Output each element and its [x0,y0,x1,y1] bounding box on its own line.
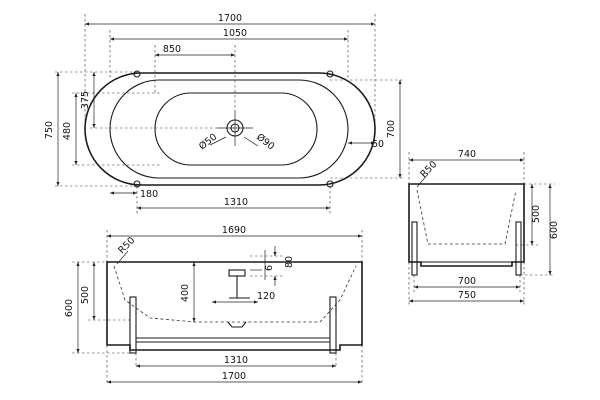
front-leg-right [329,296,337,354]
dim-label-side-foot-spacing: 700 [458,276,476,287]
side-leg-left [411,221,418,276]
overflow-pipe-icon [228,269,250,299]
dim-label-side-radius: R50 [418,159,439,180]
side-view: 740 R50 500 600 700 750 [408,149,560,305]
tub-rim-line [109,79,349,179]
side-leg-right [515,221,522,276]
dim-label-side-base-width: 750 [458,290,476,301]
dim-label-overall-length: 1700 [218,13,242,24]
dim-label-overflow-width: 80 [284,256,295,268]
dim-label-top-length: 1690 [222,225,246,236]
drain-outlet-icon [227,321,247,328]
front-leg-left [129,296,137,354]
dim-label-top-width: 740 [458,149,476,160]
tub-side-basin-hidden [416,189,517,245]
tub-outer-outline [84,72,376,186]
dim-label-inner-length: 1050 [223,28,247,39]
dim-label-rim-width: 700 [386,120,397,138]
dim-label-side-overall-height: 600 [549,221,560,239]
dim-label-front-overall-length: 1700 [222,371,246,382]
tub-side-outline [408,183,525,267]
dim-label-front-foot-spacing: 1310 [224,355,248,366]
dim-label-inner-height: 500 [80,286,91,304]
front-view: 80 6 400 120 1690 R50 600 500 1310 1700 [64,225,363,384]
feet-markers [133,70,334,188]
dim-label-overflow-to-drain: 120 [257,291,275,302]
dim-label-rim-offset: 50 [372,139,384,150]
dim-label-drain-to-edge: 375 [80,91,91,109]
tub-basin-outline [154,92,318,166]
dim-label-foot-spacing: 1310 [224,197,248,208]
dim-label-overall-width: 750 [44,121,55,139]
dim-label-overall-height: 600 [64,299,75,317]
dim-label-drain-diameter: Ø50 [197,132,219,153]
tub-front-outline [106,261,363,351]
dim-label-inner-width: 480 [62,122,73,140]
dim-label-front-radius: R50 [116,235,137,256]
drain-icon [217,110,253,146]
dim-label-overflow-height: 400 [180,284,191,302]
dim-label-overflow-diameter: Ø90 [254,132,276,153]
top-view: 1700 1050 850 750 480 375 700 50 Ø50 Ø90… [44,13,405,214]
tub-front-basin-hidden [113,265,357,323]
dim-label-side-inner-height: 500 [531,205,542,223]
dim-label-drain-offset: 850 [163,44,181,55]
dim-label-foot-offset: 180 [140,189,158,200]
dim-label-small-6: 6 [264,265,275,271]
